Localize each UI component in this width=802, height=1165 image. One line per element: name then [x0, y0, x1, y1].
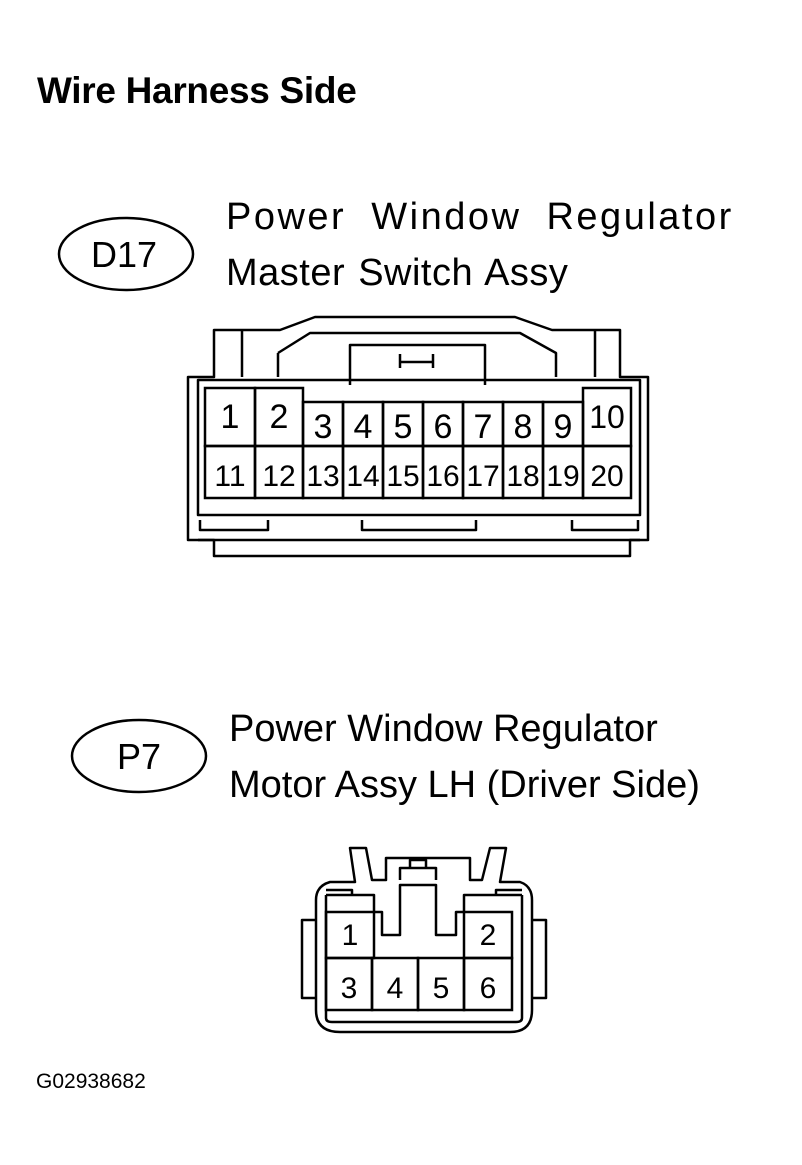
figure-id: G02938682: [36, 1070, 146, 1093]
d17-pin-label: 12: [262, 460, 295, 493]
d17-latch-key: [398, 354, 435, 368]
d17-pin-label: 1: [221, 398, 240, 436]
p7-pin-label: 4: [387, 972, 404, 1005]
d17-pin-label: 8: [514, 408, 533, 446]
d17-pin-label: 3: [314, 408, 333, 446]
d17-pin-label: 2: [270, 398, 289, 436]
d17-top-ledge: [240, 330, 597, 377]
p7-side-tab-right: [532, 918, 548, 1000]
p7-pin-label: 5: [433, 972, 450, 1005]
d17-pin-label: 9: [554, 408, 573, 446]
d17-pin-label: 14: [346, 460, 379, 493]
d17-code-bubble: [57, 216, 195, 292]
p7-inner-rim: [324, 895, 524, 1024]
p7-pin-label: 1: [342, 919, 359, 952]
d17-latch-housing: [276, 331, 558, 377]
d17-shell-top: [186, 315, 650, 558]
d17-name: Power Window Regulator Master Switch Ass…: [226, 189, 734, 301]
d17-pin-label: 15: [386, 460, 419, 493]
d17-pin-label: 17: [466, 460, 499, 493]
d17-name-line-1: Power Window Regulator: [226, 196, 734, 238]
p7-latch: [398, 858, 438, 880]
d17-name-line-2: Master Switch Assy: [226, 252, 569, 294]
d17-bottom-ribs: [198, 520, 640, 542]
d17-pin-label: 5: [394, 408, 413, 446]
p7-pin-cavity: [462, 956, 514, 1012]
p7-name-line-2: Motor Assy LH (Driver Side): [229, 764, 700, 806]
d17-pin-label: 13: [306, 460, 339, 493]
d17-pin-cavity: [581, 444, 633, 500]
p7-pin-label: 2: [480, 919, 497, 952]
d17-latch-frame: [348, 343, 487, 385]
d17-pin-label: 20: [590, 460, 623, 493]
p7-side-tab-left: [300, 918, 316, 1000]
diagram-title: Wire Harness Side: [37, 70, 357, 111]
p7-pin-label: 3: [341, 972, 358, 1005]
d17-pin-label: 7: [474, 408, 493, 446]
p7-top-corners: [326, 888, 522, 895]
p7-name: Power Window Regulator Motor Assy LH (Dr…: [229, 701, 700, 813]
p7-cavity-outline: [326, 883, 522, 937]
p7-shell: [314, 846, 534, 1034]
d17-inner-body: [196, 378, 642, 517]
d17-pin-label: 4: [354, 408, 373, 446]
d17-pin-label: 11: [214, 460, 245, 493]
p7-name-line-1: Power Window Regulator: [229, 708, 658, 750]
p7-code: P7: [117, 736, 162, 777]
p7-code-bubble: [70, 718, 208, 794]
d17-pin-label: 10: [589, 399, 625, 435]
d17-pin-label: 6: [434, 408, 453, 446]
d17-pin-label: 19: [546, 460, 579, 493]
d17-pin-label: 16: [426, 460, 459, 493]
p7-pin-label: 6: [480, 972, 497, 1005]
d17-code: D17: [91, 234, 158, 275]
d17-pin-label: 18: [506, 460, 539, 493]
